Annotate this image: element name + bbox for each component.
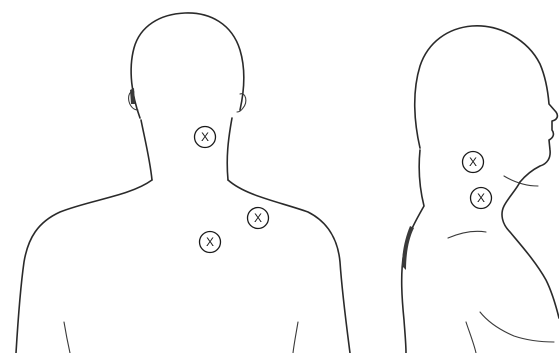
back-neck-right [227,118,232,180]
marker-label: X [254,211,262,225]
back-right-shoulder [228,180,350,353]
back-neck-left [141,120,152,180]
back-right-arm-line [293,322,298,353]
side-neck-front [502,182,559,318]
marker-label: X [477,191,485,205]
side-head-outline [415,26,558,182]
marker-label: X [201,130,209,144]
marker-back-right-shoulder: X [248,208,269,229]
marker-back-neck: X [195,127,216,148]
side-arm-line [466,322,476,353]
back-view-figure [16,13,350,353]
marker-group: X X X X X [195,127,492,253]
back-head-outline [131,13,244,118]
side-shoulder-shade [402,226,414,270]
marker-back-upper-back: X [200,232,221,253]
side-chest-line [480,312,554,342]
marker-side-upper-neck: X [463,152,484,173]
back-left-arm-line [64,322,70,353]
side-collar-line [448,231,486,238]
back-left-ear-shade [130,88,135,104]
marker-label: X [206,235,214,249]
marker-side-lower-neck: X [471,188,492,209]
marker-label: X [469,155,477,169]
back-left-shoulder [16,180,152,353]
